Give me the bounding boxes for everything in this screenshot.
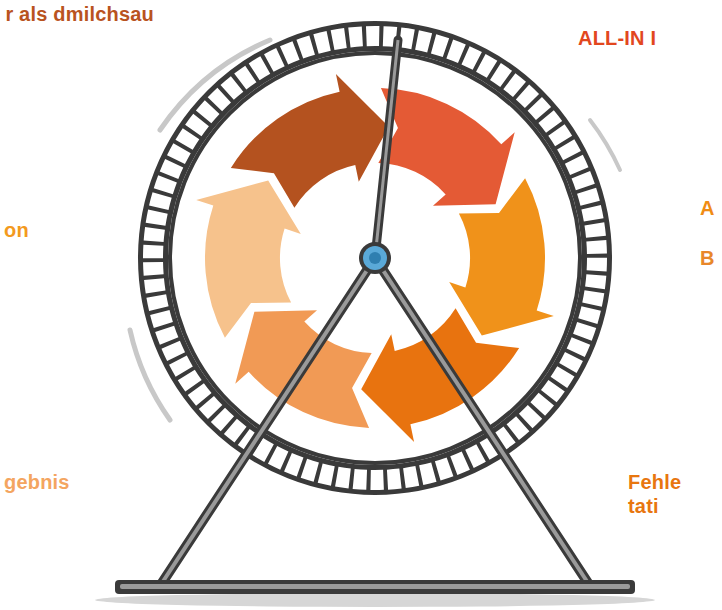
cropped-label: gebnis [4,470,70,494]
wheel-rim [153,36,597,480]
cropped-label: ALL-IN I [578,26,656,50]
cropped-label: on [4,218,29,242]
cycle-arrows [196,63,554,452]
wheel-inner-rim [170,53,580,463]
stand-base [115,580,635,594]
cropped-label: B [700,246,715,270]
cycle-arrow [449,178,554,335]
cropped-label: A [700,196,715,220]
stand-leg [160,258,375,586]
wheel-rungs [153,36,597,480]
cropped-label: r als dmilchsau [4,2,154,26]
wheel-hub [359,242,391,274]
stand-base [120,584,630,589]
stand-leg [375,258,590,586]
wheel-spoke [375,40,398,258]
floor-shadow [95,593,655,607]
stand-leg [160,258,375,586]
stand-leg [375,258,590,586]
motion-line [590,120,620,170]
cropped-label: Fehle tati [628,470,716,518]
wheel-hub [363,246,387,270]
cycle-arrow [196,180,301,337]
wheel-spoke [375,40,398,258]
wheel-hub [369,252,381,264]
